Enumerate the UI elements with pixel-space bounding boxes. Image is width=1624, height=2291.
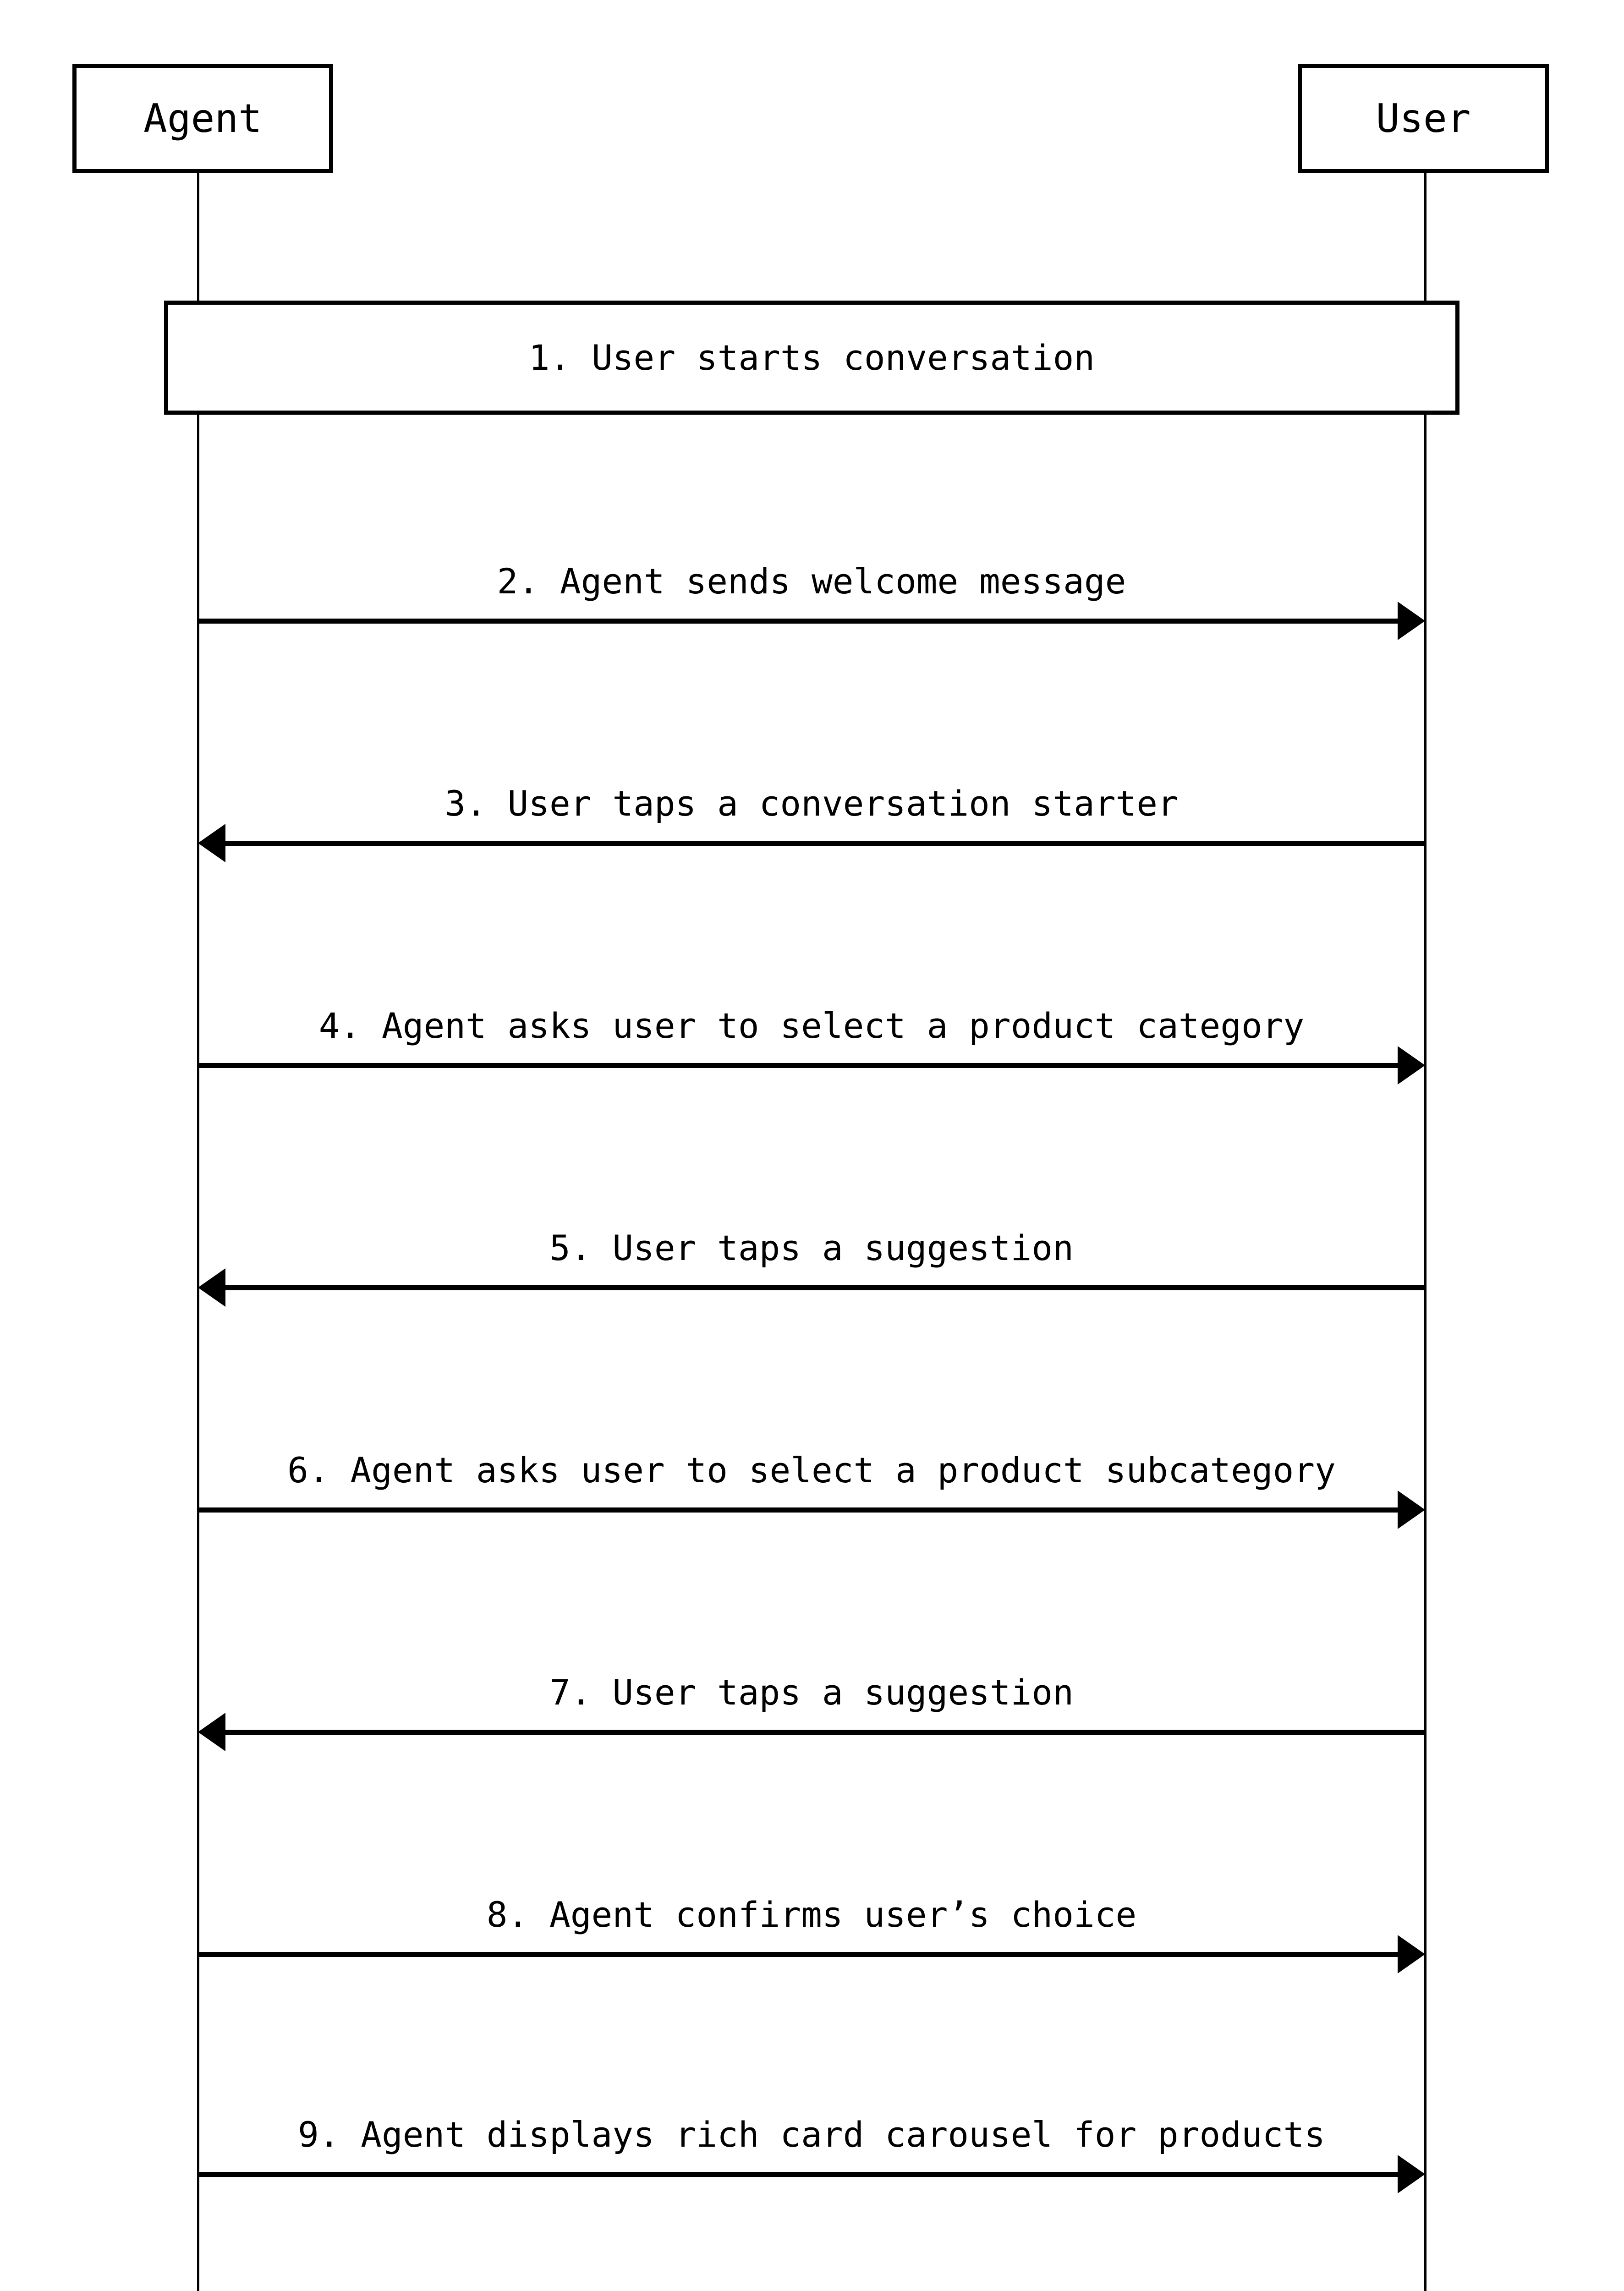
message-arrowhead-4 (1398, 1046, 1425, 1085)
message-line-8 (198, 1952, 1398, 1957)
lifeline-agent (197, 173, 199, 2291)
message-line-7 (225, 1730, 1425, 1735)
message-line-9 (198, 2172, 1398, 2177)
top-participant-box-agent: Agent (72, 64, 333, 173)
message-line-6 (198, 1507, 1398, 1513)
message-label-9: 9. Agent displays rich card carousel for… (297, 2114, 1326, 2155)
top-participant-label-agent: Agent (143, 96, 262, 142)
note-label-note-1: 1. User starts conversation (528, 337, 1095, 378)
message-arrowhead-3 (198, 824, 225, 862)
message-arrowhead-9 (1398, 2155, 1425, 2193)
message-label-6: 6. Agent asks user to select a product s… (287, 1450, 1336, 1491)
message-arrowhead-7 (198, 1713, 225, 1751)
message-label-4: 4. Agent asks user to select a product c… (318, 1005, 1305, 1047)
message-label-5: 5. User taps a suggestion (549, 1228, 1074, 1269)
message-arrowhead-8 (1398, 1935, 1425, 1973)
message-line-4 (198, 1063, 1398, 1068)
message-arrowhead-2 (1398, 602, 1425, 640)
message-line-3 (225, 841, 1425, 846)
message-label-7: 7. User taps a suggestion (549, 1672, 1074, 1713)
top-participant-label-user: User (1376, 96, 1471, 142)
message-arrowhead-6 (1398, 1491, 1425, 1529)
lifeline-user (1424, 173, 1426, 2291)
message-arrowhead-5 (198, 1268, 225, 1307)
message-label-3: 3. User taps a conversation starter (444, 783, 1179, 824)
message-label-2: 2. Agent sends welcome message (497, 561, 1126, 602)
message-label-8: 8. Agent confirms user’s choice (486, 1894, 1137, 1935)
message-line-2 (198, 619, 1398, 624)
note-box-note-1: 1. User starts conversation (164, 301, 1459, 415)
message-line-5 (225, 1285, 1425, 1290)
top-participant-box-user: User (1298, 64, 1549, 173)
